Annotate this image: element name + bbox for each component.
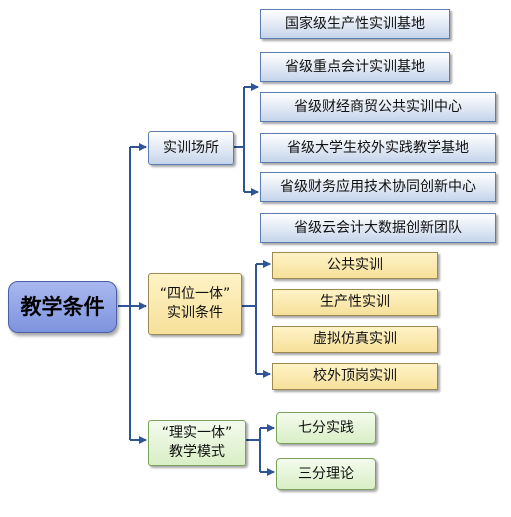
training-virtual-simulation: 虚拟仿真实训 bbox=[272, 326, 438, 353]
base-provincial-commerce-center: 省级财经商贸公共实训中心 bbox=[260, 92, 496, 122]
mode-label: 七分实践 bbox=[298, 419, 354, 436]
root-node: 教学条件 bbox=[8, 281, 117, 333]
category-theory-practice-line2: 教学模式 bbox=[169, 444, 225, 460]
category-four-in-one-line2: 实训条件 bbox=[167, 305, 223, 321]
base-provincial-cloud-team: 省级云会计大数据创新团队 bbox=[260, 213, 496, 243]
base-label: 国家级生产性实训基地 bbox=[285, 15, 425, 32]
base-label: 省级财务应用技术协同创新中心 bbox=[280, 178, 476, 195]
connector-mode-trunk bbox=[246, 428, 261, 472]
base-label: 省级云会计大数据创新团队 bbox=[294, 219, 462, 236]
training-label: 公共实训 bbox=[327, 257, 383, 274]
mode-seventy-practice: 七分实践 bbox=[276, 412, 376, 444]
base-label: 省级财经商贸公共实训中心 bbox=[294, 98, 462, 115]
mode-label: 三分理论 bbox=[298, 465, 354, 482]
connector-root-trunk bbox=[118, 147, 131, 440]
connector-four-trunk bbox=[242, 264, 257, 374]
category-theory-practice: “理实一体” 教学模式 bbox=[148, 420, 246, 466]
base-label: 省级重点会计实训基地 bbox=[285, 58, 425, 75]
training-label: 虚拟仿真实训 bbox=[313, 331, 397, 348]
category-training-sites: 实训场所 bbox=[148, 131, 234, 165]
category-training-sites-label: 实训场所 bbox=[163, 139, 219, 156]
base-provincial-innovation-center: 省级财务应用技术协同创新中心 bbox=[260, 172, 496, 202]
base-label: 省级大学生校外实践教学基地 bbox=[287, 139, 469, 156]
category-four-in-one: “四位一体” 实训条件 bbox=[148, 273, 242, 335]
base-national-productive: 国家级生产性实训基地 bbox=[260, 9, 450, 39]
base-provincial-accounting: 省级重点会计实训基地 bbox=[260, 52, 450, 82]
category-four-in-one-line1: “四位一体” bbox=[159, 286, 231, 303]
training-public: 公共实训 bbox=[272, 252, 438, 279]
training-offcampus-internship: 校外顶岗实训 bbox=[272, 363, 438, 390]
mode-thirty-theory: 三分理论 bbox=[276, 458, 376, 490]
category-theory-practice-line1: “理实一体” bbox=[161, 425, 233, 442]
root-label: 教学条件 bbox=[20, 294, 105, 319]
training-label: 生产性实训 bbox=[320, 294, 390, 311]
training-productive: 生产性实训 bbox=[272, 289, 438, 316]
base-provincial-offcampus: 省级大学生校外实践教学基地 bbox=[260, 133, 496, 163]
training-label: 校外顶岗实训 bbox=[313, 368, 397, 385]
connector-site-trunk bbox=[234, 87, 245, 192]
